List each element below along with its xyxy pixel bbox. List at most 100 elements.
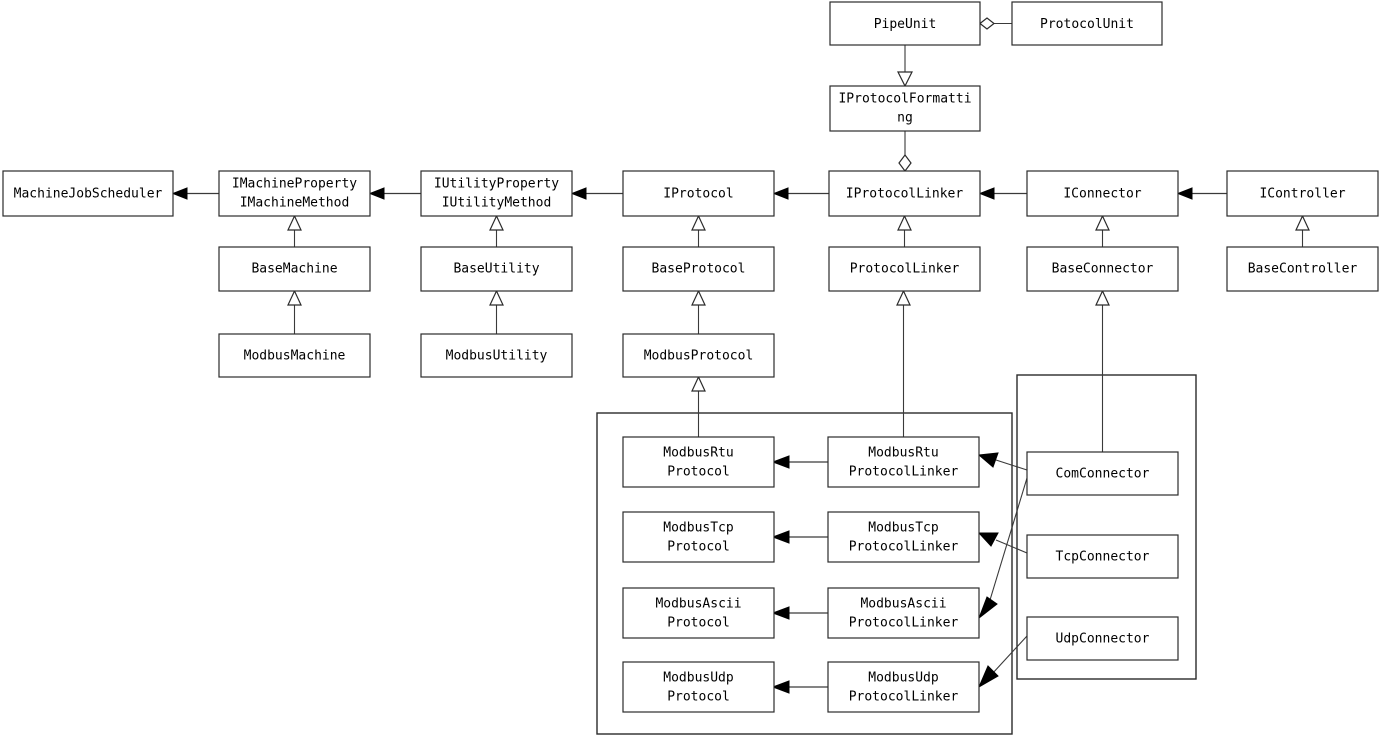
modbus-machine-label: ModbusMachine bbox=[244, 349, 346, 364]
node-base-utility[interactable]: BaseUtility bbox=[420, 246, 573, 292]
base-protocol-box[interactable] bbox=[622, 246, 775, 292]
modbus-ascii-protocol-linker-box[interactable] bbox=[827, 587, 980, 639]
node-tcp-connector[interactable]: TcpConnector bbox=[1026, 534, 1179, 579]
modbus-udp-protocol-linker-label-line1: ModbusUdp bbox=[868, 671, 939, 686]
generalization-arrow-baseutility bbox=[489, 289, 504, 306]
node-modbus-ascii-protocol-linker[interactable]: ModbusAscii ProtocolLinker bbox=[827, 587, 980, 639]
base-utility-label: BaseUtility bbox=[453, 262, 539, 277]
node-icontroller[interactable]: IController bbox=[1226, 170, 1379, 217]
node-modbus-utility[interactable]: ModbusUtility bbox=[420, 333, 573, 378]
node-modbus-rtu-protocol-linker[interactable]: ModbusRtu ProtocolLinker bbox=[827, 436, 980, 488]
node-modbus-udp-protocol[interactable]: ModbusUdp Protocol bbox=[622, 661, 775, 713]
iconnector-box[interactable] bbox=[1026, 170, 1179, 217]
modbus-tcp-protocol-box[interactable] bbox=[622, 511, 775, 563]
protocol-unit-box[interactable] bbox=[1011, 1, 1163, 46]
arrow-modbusasciilinker bbox=[977, 596, 998, 620]
arrow-imachineproperty bbox=[368, 187, 385, 200]
node-iprotocol-formatting[interactable]: IProtocolFormatti ng bbox=[829, 85, 981, 132]
modbus-udp-protocol-linker-box[interactable] bbox=[827, 661, 980, 713]
node-com-connector[interactable]: ComConnector bbox=[1026, 451, 1179, 496]
node-iconnector[interactable]: IConnector bbox=[1026, 170, 1179, 217]
node-iprotocol[interactable]: IProtocol bbox=[622, 170, 775, 217]
node-iutility-property[interactable]: IUtilityProperty IUtilityMethod bbox=[420, 170, 573, 217]
generalization-arrow-iprotocollinker bbox=[897, 214, 912, 231]
arrow-iprotocollinker bbox=[978, 187, 995, 200]
node-modbus-tcp-protocol-linker[interactable]: ModbusTcp ProtocolLinker bbox=[827, 511, 980, 563]
iprotocol-formatting-box[interactable] bbox=[829, 85, 981, 132]
node-protocol-unit[interactable]: ProtocolUnit bbox=[1011, 1, 1163, 46]
base-controller-label: BaseController bbox=[1248, 262, 1358, 277]
node-modbus-ascii-protocol[interactable]: ModbusAscii Protocol bbox=[622, 587, 775, 639]
node-base-connector[interactable]: BaseConnector bbox=[1026, 246, 1179, 292]
iutility-property-label-line1: IUtilityProperty bbox=[434, 177, 559, 192]
modbus-rtu-protocol-label-line2: Protocol bbox=[667, 465, 730, 480]
modbus-tcp-protocol-label-line2: Protocol bbox=[667, 540, 730, 555]
node-modbus-tcp-protocol[interactable]: ModbusTcp Protocol bbox=[622, 511, 775, 563]
iprotocol-linker-label: IProtocolLinker bbox=[846, 187, 964, 202]
imachine-property-label-line2: IMachineMethod bbox=[240, 196, 350, 211]
modbus-machine-box[interactable] bbox=[218, 333, 371, 378]
base-machine-box[interactable] bbox=[218, 246, 371, 292]
iprotocol-linker-box[interactable] bbox=[828, 170, 981, 217]
modbus-tcp-protocol-linker-label-line1: ModbusTcp bbox=[868, 521, 939, 536]
node-modbus-protocol[interactable]: ModbusProtocol bbox=[622, 333, 775, 378]
node-base-machine[interactable]: BaseMachine bbox=[218, 246, 371, 292]
udp-connector-label: UdpConnector bbox=[1056, 632, 1150, 647]
base-utility-box[interactable] bbox=[420, 246, 573, 292]
arrow-modbusrtuprotocol bbox=[771, 455, 790, 469]
modbus-ascii-protocol-label-line2: Protocol bbox=[667, 616, 730, 631]
modbus-udp-protocol-label-line1: ModbusUdp bbox=[663, 671, 734, 686]
modbus-rtu-protocol-linker-box[interactable] bbox=[827, 436, 980, 488]
modbus-utility-label: ModbusUtility bbox=[446, 349, 548, 364]
modbus-tcp-protocol-linker-box[interactable] bbox=[827, 511, 980, 563]
base-connector-label: BaseConnector bbox=[1052, 262, 1154, 277]
node-imachine-property[interactable]: IMachineProperty IMachineMethod bbox=[218, 170, 371, 217]
modbus-udp-protocol-label-line2: Protocol bbox=[667, 690, 730, 705]
iprotocol-label: IProtocol bbox=[663, 187, 733, 202]
icontroller-label: IController bbox=[1259, 187, 1345, 202]
node-base-controller[interactable]: BaseController bbox=[1226, 246, 1379, 292]
imachine-property-box[interactable] bbox=[218, 170, 371, 217]
modbus-protocol-box[interactable] bbox=[622, 333, 775, 378]
iutility-property-label-line2: IUtilityMethod bbox=[442, 196, 552, 211]
node-machine-job-scheduler[interactable]: MachineJobScheduler bbox=[2, 170, 174, 217]
generalization-arrow-basemachine bbox=[287, 289, 302, 306]
machine-job-scheduler-box[interactable] bbox=[2, 170, 174, 217]
modbus-udp-protocol-box[interactable] bbox=[622, 661, 775, 713]
generalization-arrow-iprotocol bbox=[691, 214, 706, 231]
arrow-modbusudplinker bbox=[977, 665, 999, 689]
generalization-arrow-protocollinker bbox=[896, 289, 911, 306]
protocol-linker-label: ProtocolLinker bbox=[850, 262, 960, 277]
arrow-modbusudpprotocol bbox=[771, 680, 790, 694]
icontroller-box[interactable] bbox=[1226, 170, 1379, 217]
modbus-rtu-protocol-box[interactable] bbox=[622, 436, 775, 488]
pipe-unit-box[interactable] bbox=[829, 1, 981, 46]
arrow-iconnector bbox=[1176, 187, 1193, 200]
modbus-ascii-protocol-box[interactable] bbox=[622, 587, 775, 639]
com-connector-box[interactable] bbox=[1026, 451, 1179, 496]
tcp-connector-box[interactable] bbox=[1026, 534, 1179, 579]
node-protocol-linker[interactable]: ProtocolLinker bbox=[828, 246, 981, 292]
iprotocol-formatting-label-line2: ng bbox=[897, 111, 913, 126]
node-modbus-udp-protocol-linker[interactable]: ModbusUdp ProtocolLinker bbox=[827, 661, 980, 713]
node-iprotocol-linker[interactable]: IProtocolLinker bbox=[828, 170, 981, 217]
udp-connector-box[interactable] bbox=[1026, 616, 1179, 661]
arrow-iprotocol bbox=[772, 187, 789, 200]
modbus-utility-box[interactable] bbox=[420, 333, 573, 378]
generalization-arrow-baseprotocol bbox=[691, 289, 706, 306]
modbus-rtu-protocol-linker-label-line2: ProtocolLinker bbox=[849, 465, 959, 480]
base-controller-box[interactable] bbox=[1226, 246, 1379, 292]
base-connector-box[interactable] bbox=[1026, 246, 1179, 292]
com-connector-label: ComConnector bbox=[1056, 467, 1150, 482]
generalization-arrow-iutilityproperty bbox=[489, 214, 504, 231]
node-base-protocol[interactable]: BaseProtocol bbox=[622, 246, 775, 292]
arrow-iutilityproperty bbox=[570, 187, 587, 200]
node-udp-connector[interactable]: UdpConnector bbox=[1026, 616, 1179, 661]
node-pipe-unit[interactable]: PipeUnit bbox=[829, 1, 981, 46]
node-modbus-machine[interactable]: ModbusMachine bbox=[218, 333, 371, 378]
iprotocol-box[interactable] bbox=[622, 170, 775, 217]
node-modbus-rtu-protocol[interactable]: ModbusRtu Protocol bbox=[622, 436, 775, 488]
protocol-linker-box[interactable] bbox=[828, 246, 981, 292]
iutility-property-box[interactable] bbox=[420, 170, 573, 217]
